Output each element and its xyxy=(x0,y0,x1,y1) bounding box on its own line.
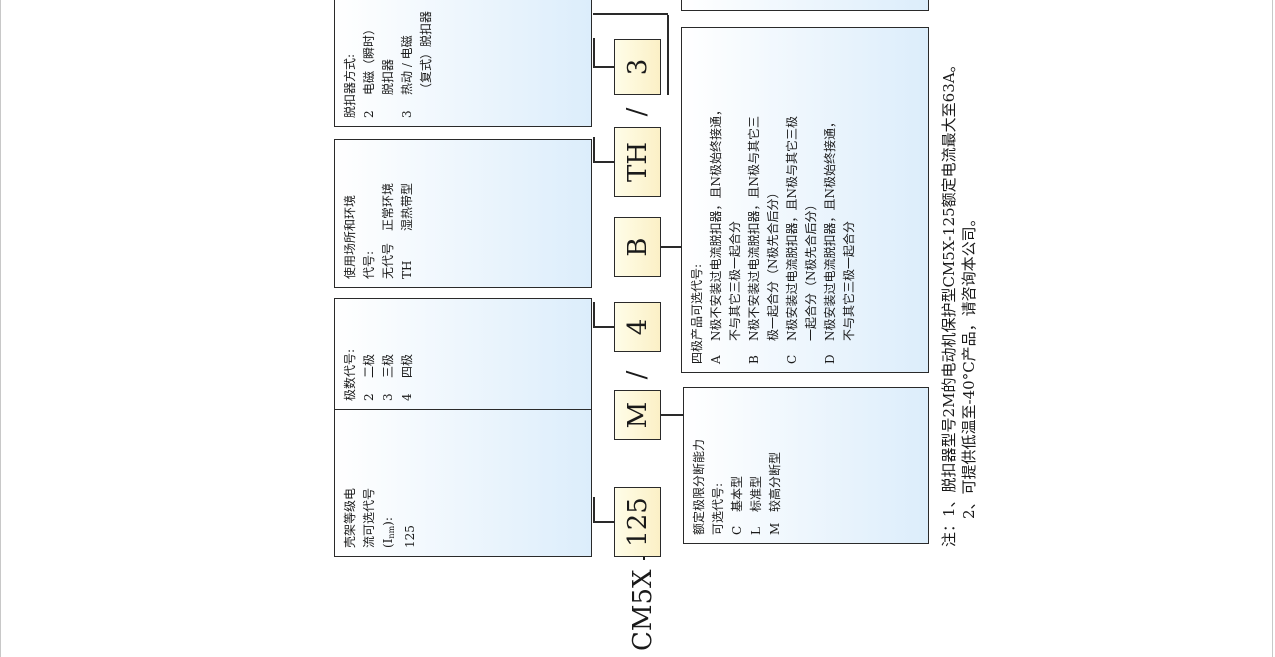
poles-item: 3 三极 xyxy=(379,307,398,401)
box-environment: 使用场所和环境 代号: 无代号 正常环境 TH 湿热带型 xyxy=(334,139,592,288)
four-pole-item-text: N极不安装过电流脱扣器，且N极与其它三 xyxy=(747,115,761,341)
release-item-code: 2 xyxy=(362,110,376,118)
page-edge-left xyxy=(0,0,1,657)
environment-item: 无代号正常环境 xyxy=(379,148,398,279)
four-pole-item-text: 极一起合分（N极先合后分） xyxy=(766,186,780,341)
environment-title: 使用场所和环境 xyxy=(343,194,357,279)
environment-item: TH 湿热带型 xyxy=(398,148,417,279)
separator-1: / xyxy=(622,370,652,380)
four-pole-item-text: N极安装过电流脱扣器，且N极与其它三极 xyxy=(785,115,799,341)
environment-item-code: TH xyxy=(400,260,414,279)
four-pole-item: A N极不安装过电流脱扣器，且N极始终接通， xyxy=(707,36,726,364)
breaking-item-code: L xyxy=(749,527,763,535)
connector-four-pole xyxy=(661,246,683,248)
poles-item-text: 四极 xyxy=(400,353,414,378)
box-four-pole-types: 四极产品可选代号: A N极不安装过电流脱扣器，且N极始终接通， 不与其它三极一起… xyxy=(681,27,929,373)
connector-release-h xyxy=(593,38,595,68)
four-pole-item-text: N极安装过电流脱扣器，且N极始终接通， xyxy=(823,115,837,341)
four-pole-item-text: 不与其它三极一起合分 xyxy=(842,220,856,341)
release-title: 脱扣器方式: xyxy=(343,53,357,118)
poles-item-text: 三极 xyxy=(381,353,395,378)
release-item: 3 热动 / 电磁 xyxy=(398,0,417,118)
code-release-type: 3 xyxy=(614,39,661,95)
four-pole-item-cont: 不与其它三极一起合分 xyxy=(726,36,745,364)
release-item-code: 3 xyxy=(400,110,414,118)
code-four-pole-type: B xyxy=(614,217,661,277)
code-frame-current: 125 xyxy=(614,487,661,557)
poles-item-code: 3 xyxy=(381,393,395,401)
breaking-item-code: M xyxy=(768,522,782,535)
breaking-item: M 较高分断型 xyxy=(766,396,785,535)
four-pole-item: D N极安装过电流脱扣器，且N极始终接通， xyxy=(821,36,840,364)
breaking-item-text: 基本型 xyxy=(730,475,744,512)
model-prefix: CM5X - xyxy=(628,552,658,651)
box-poles: 极数代号: 2 二极 3 三极 4 四极 xyxy=(334,298,592,410)
release-item: 2 电磁（瞬时） xyxy=(360,0,379,118)
poles-item: 4 四极 xyxy=(398,307,417,401)
code-breaking-capacity: M xyxy=(614,390,661,440)
release-item-text: （复式）脱扣器 xyxy=(419,10,433,95)
connector-top-horizontal xyxy=(667,15,669,95)
page-edge-right xyxy=(1272,0,1273,657)
connector-top-vertical xyxy=(593,13,668,15)
poles-item-text: 二极 xyxy=(362,353,376,378)
four-pole-item-code: C xyxy=(785,354,799,364)
release-item-text: 热动 / 电磁 xyxy=(400,35,414,95)
connector-breaking xyxy=(661,414,683,416)
frame-current-i: (I xyxy=(381,538,395,548)
four-pole-item-cont: 极一起合分（N极先合后分） xyxy=(764,36,783,364)
four-pole-item-cont: 不与其它三极一起合分 xyxy=(840,36,859,364)
environment-item-text: 正常环境 xyxy=(381,182,395,231)
connector-poles-h xyxy=(593,302,595,328)
poles-item: 2 二极 xyxy=(360,307,379,401)
four-pole-item: B N极不安装过电流脱扣器，且N极与其它三 xyxy=(745,36,764,364)
poles-item-code: 4 xyxy=(400,393,414,401)
box-release-type: 脱扣器方式: 2 电磁（瞬时） 脱扣器 3 热动 / 电磁 （复式）脱扣器 xyxy=(334,0,592,127)
poles-title: 极数代号: xyxy=(343,348,357,401)
connector-environment xyxy=(593,161,614,163)
box-partial-top xyxy=(681,0,929,11)
four-pole-item-text: N极不安装过电流脱扣器，且N极始终接通， xyxy=(709,103,723,341)
breaking-title-1: 额定极限分断能力 xyxy=(692,438,706,535)
four-pole-item-code: B xyxy=(747,355,761,364)
release-item-text: 脱扣器 xyxy=(381,58,395,95)
release-item-text: 电磁（瞬时） xyxy=(362,22,376,95)
separator-2: / xyxy=(622,107,652,117)
note-line-2: 2、可提供低温至-40°C产品，请咨询本公司。 xyxy=(960,211,978,519)
note-line-1: 注：1、脱扣器型号2M的电动机保护型CM5X-125额定电流最大至63A。 xyxy=(940,57,958,547)
code-environment: TH xyxy=(614,127,661,197)
four-pole-item-cont: 一起合分（N极先合后分） xyxy=(802,36,821,364)
four-pole-item-code: D xyxy=(823,354,837,364)
release-item-cont: 脱扣器 xyxy=(379,0,398,118)
breaking-item-code: C xyxy=(730,525,744,535)
connector-frame-current xyxy=(593,521,614,523)
breaking-item: L 标准型 xyxy=(747,396,766,535)
breaking-item: C 基本型 xyxy=(728,396,747,535)
frame-current-i-sub: nm xyxy=(387,525,396,539)
connector-frame-current-h xyxy=(593,497,595,523)
environment-item-text: 湿热带型 xyxy=(400,182,414,231)
four-pole-item-text: 一起合分（N极先合后分） xyxy=(804,198,818,341)
release-item-cont: （复式）脱扣器 xyxy=(417,0,436,118)
breaking-item-text: 标准型 xyxy=(749,475,763,512)
four-pole-item-code: A xyxy=(709,355,723,364)
environment-subtitle: 代号: xyxy=(362,250,376,279)
code-poles: 4 xyxy=(614,302,661,352)
frame-current-i-end: ): xyxy=(381,517,395,526)
connector-poles xyxy=(593,326,614,328)
four-pole-item: C N极安装过电流脱扣器，且N极与其它三极 xyxy=(783,36,802,364)
poles-item-code: 2 xyxy=(362,393,376,401)
box-breaking-capacity: 额定极限分断能力 可选代号: C 基本型 L 标准型 M 较高分断型 xyxy=(683,387,929,544)
four-pole-title: 四极产品可选代号: xyxy=(690,263,704,364)
connector-release xyxy=(593,66,614,68)
environment-item-code: 无代号 xyxy=(381,242,395,279)
four-pole-item-text: 不与其它三极一起合分 xyxy=(728,220,742,341)
breaking-title-2: 可选代号: xyxy=(711,482,725,535)
connector-environment-h xyxy=(593,137,595,163)
breaking-item-text: 较高分断型 xyxy=(768,451,782,512)
